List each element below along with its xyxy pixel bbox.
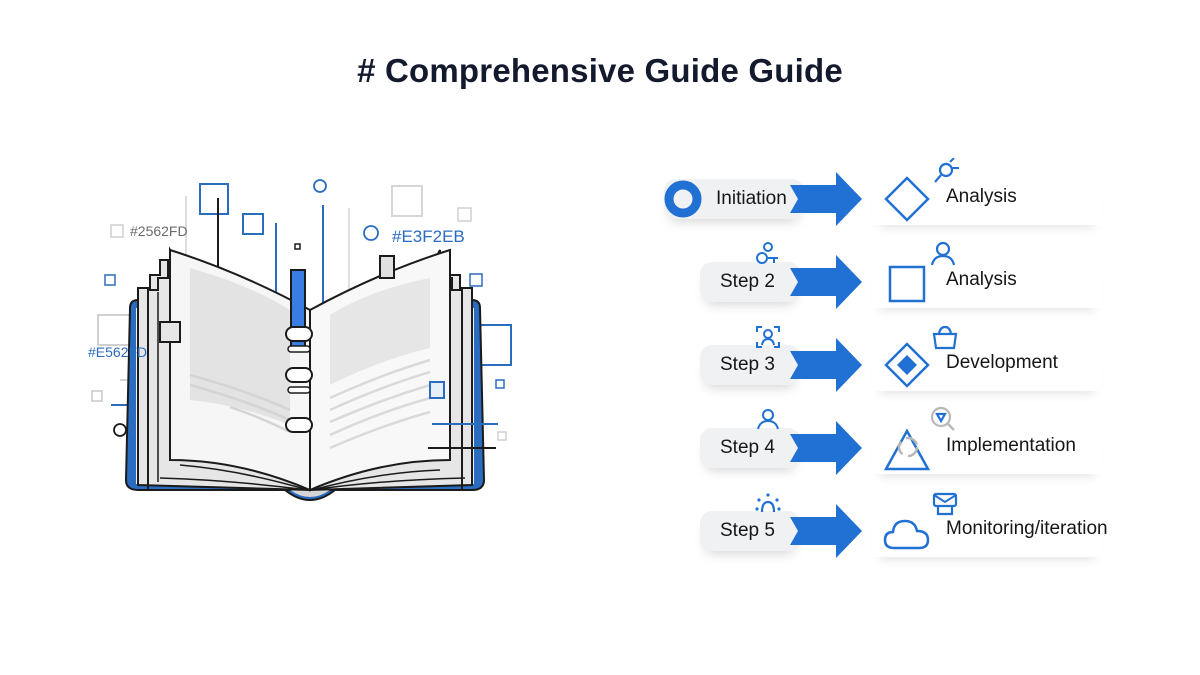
magnifier-icon [930,406,955,431]
decor-circle [113,423,127,437]
page-tab [159,321,181,343]
decor-square [457,207,472,222]
page-curl [311,477,466,491]
diamond-outline-icon [884,176,930,222]
stage-card[interactable]: Implementation [872,406,1102,474]
step-pill[interactable]: Step 4 [700,428,800,468]
diamond-filled-icon [884,342,930,388]
stage-card[interactable]: Monitoring/iteration [872,492,1108,557]
step-label: Initiation [716,188,787,209]
flow-row: Initiation Analysis [650,158,1170,250]
text-line [329,396,431,437]
page-tab [379,255,395,279]
flow-row: Step 5 Monitoring/iteration [650,492,1170,582]
search-key-icon [934,158,959,183]
page-curl [311,469,441,491]
text-line [329,383,431,424]
stage-card[interactable]: Analysis [872,158,1102,225]
decor-square [495,379,505,389]
page-tab [429,381,445,399]
step-label: Step 5 [720,520,775,541]
step-pill[interactable]: Step 5 [700,511,800,551]
decor-square [391,185,423,217]
decor-square [497,431,507,441]
decor-square [97,314,131,346]
decor-circle [363,225,379,241]
step-pill[interactable]: Initiation [664,179,804,219]
flow-row: Step 4 Implementation [650,406,1170,499]
page-left-shade [190,268,290,425]
arrow-right-icon [790,172,862,226]
user-icon [757,409,779,430]
stage-label: Analysis [946,186,1017,207]
decor-square [469,273,483,287]
book-illustration: #2562FD #E3F2EB #E562FD [80,160,540,520]
color-label: #E562FD [88,344,148,360]
user-icon [930,241,956,266]
text-line [329,410,431,450]
stage-label: Development [946,352,1058,373]
text-line [189,373,291,412]
decor-square [294,243,301,250]
text-line [329,370,431,412]
cloud-icon [883,519,930,550]
page-curl [179,464,309,491]
open-book-icon [91,179,512,501]
decor-square [110,224,124,238]
page-right-shade [330,278,430,385]
text-line [229,405,291,434]
decor-square [91,390,103,402]
square-outline-icon [888,265,926,303]
color-label: #2562FD [130,223,188,239]
basket-icon [932,325,958,350]
decor-square [104,274,116,286]
stage-card[interactable]: Analysis [872,241,1102,308]
triangle-icon [883,428,931,471]
stage-label: Analysis [946,269,1017,290]
decor-square [242,213,264,235]
decor-square [199,183,229,215]
flow-row: Step 3 Development [650,325,1170,416]
arrow-right-icon [790,421,862,475]
users-icon [756,242,778,264]
step-label: Step 3 [720,354,775,375]
stage-label: Monitoring/iteration [946,518,1108,539]
user-scan-icon [756,326,780,348]
flow-row: Step 2 Analysis [650,241,1170,333]
page-curl [159,477,309,491]
mail-icon [932,492,958,516]
page-title: # Comprehensive Guide Guide [357,52,843,89]
step-pill[interactable]: Step 2 [700,262,800,302]
step-label: Step 2 [720,271,775,292]
arrow-right-icon [790,338,862,392]
book-spine-inner [290,490,330,497]
decor-circle [313,179,327,193]
text-line [189,383,291,422]
arrow-right-icon [790,504,862,558]
text-line [329,358,431,400]
page-edge [147,260,169,490]
stage-label: Implementation [946,435,1076,456]
sun-dots-icon [755,493,781,513]
color-label: #E3F2EB [392,227,465,246]
step-label: Step 4 [720,437,775,458]
binder-rings [285,326,313,433]
process-flow: Initiation Analysis Step 2 Analysis Step… [650,158,1170,582]
ring-icon [664,180,702,218]
stage-card[interactable]: Development [872,325,1102,391]
step-pill[interactable]: Step 3 [700,345,800,385]
arrow-right-icon [790,255,862,309]
